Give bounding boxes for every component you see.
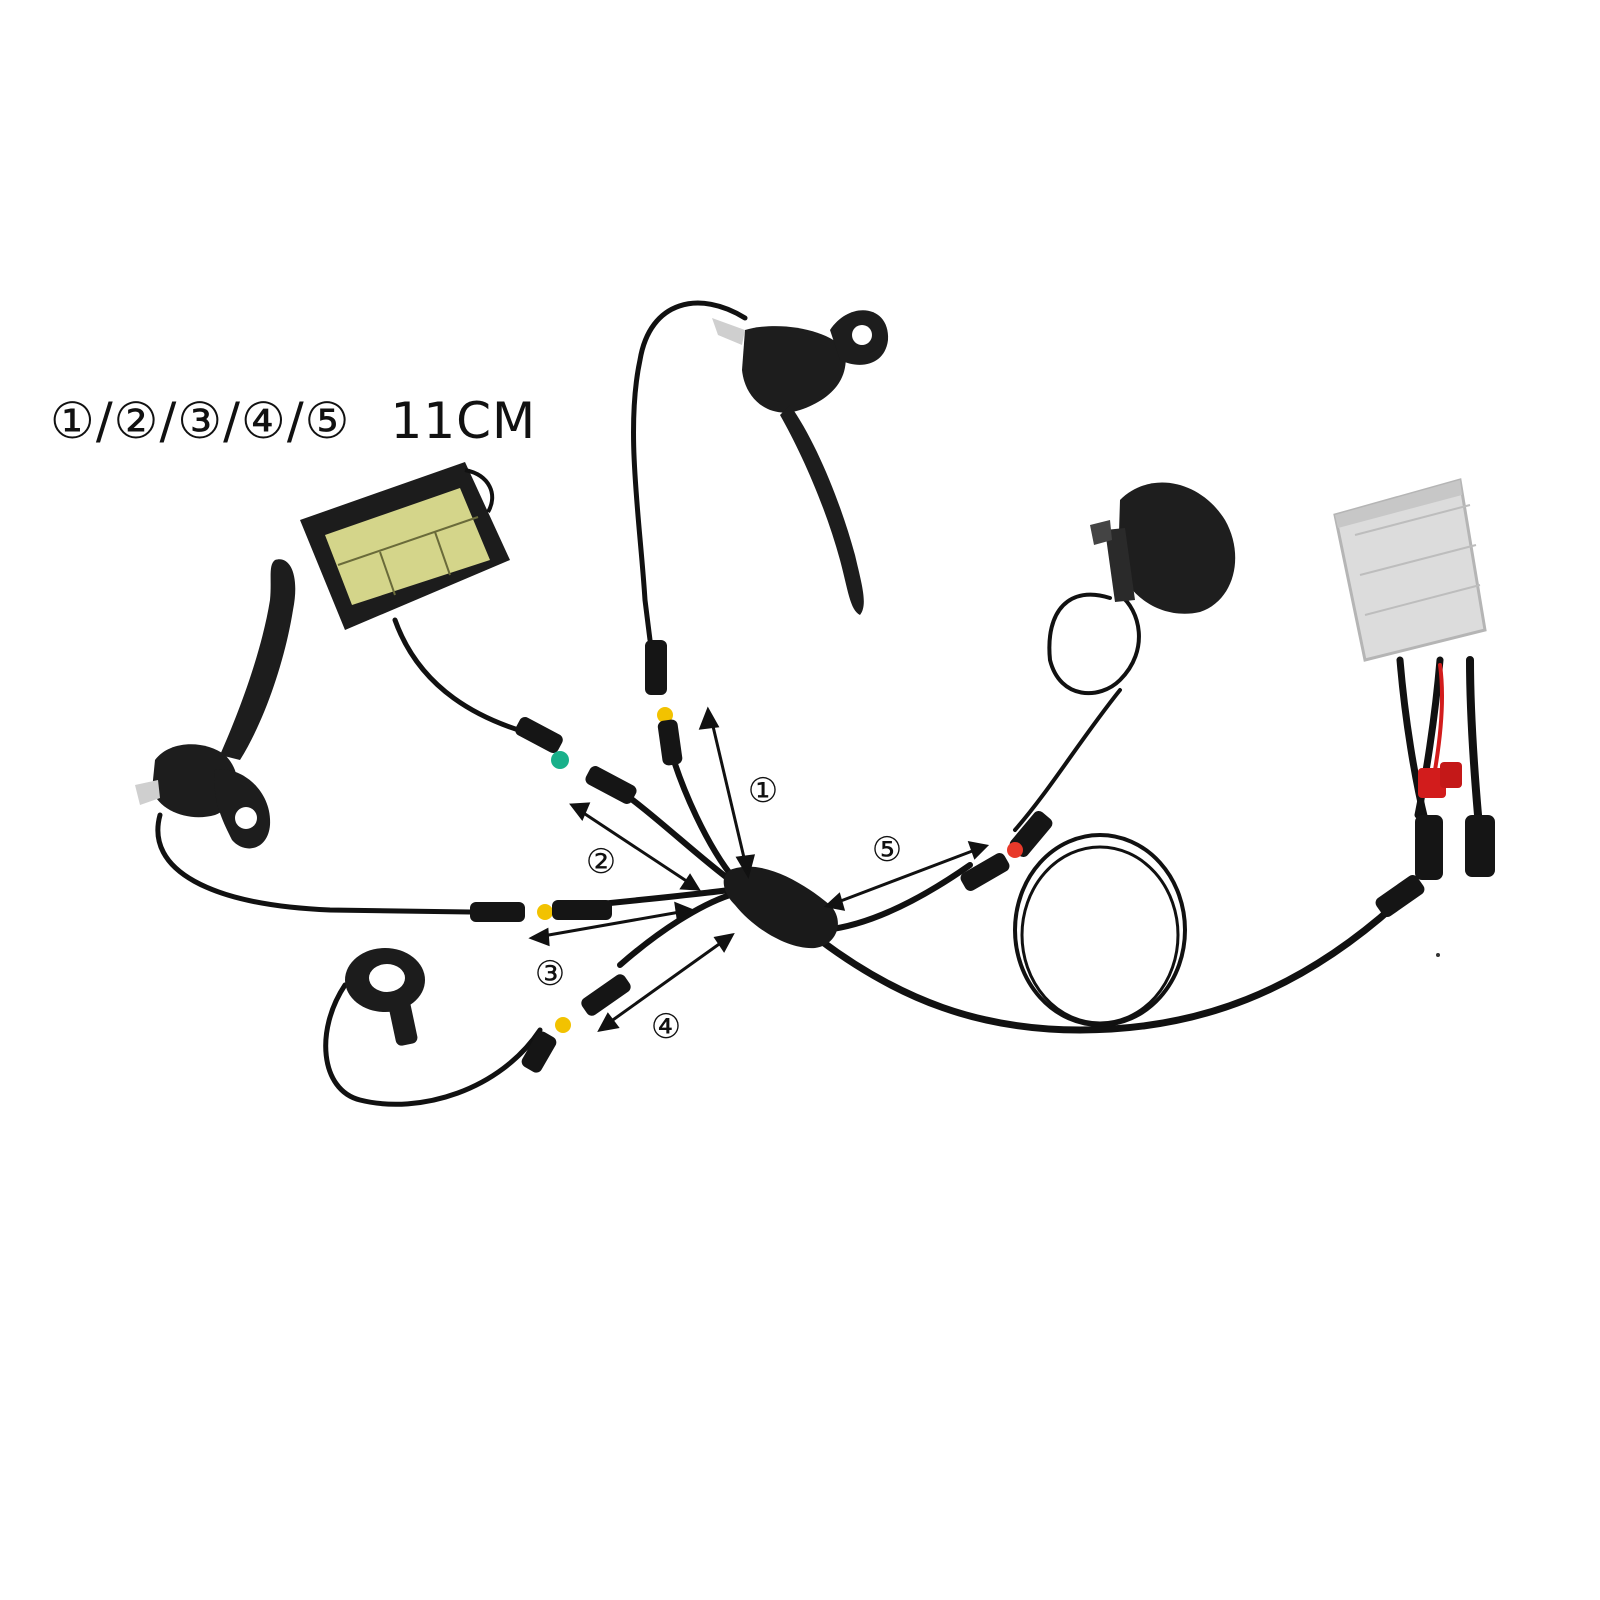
throttle-cable — [323, 982, 543, 1107]
connection-arrows — [528, 706, 990, 1033]
arrow-4-head-left — [597, 1012, 620, 1033]
connector-throttle — [521, 1031, 557, 1073]
arrow-3-head-left — [528, 927, 550, 947]
brake-lever-left-clamp-hole — [235, 807, 257, 829]
throttle-ring-hole — [369, 964, 405, 992]
controller-plug-1 — [1415, 815, 1443, 880]
headlight-body — [1118, 482, 1236, 614]
coiled-cable-inner — [1020, 845, 1180, 1025]
light-cable — [1013, 592, 1141, 832]
arrow-1-head-top — [698, 706, 720, 730]
connector-harness-3 — [552, 900, 612, 920]
controller-top-edge — [1335, 480, 1462, 528]
display-cable — [392, 617, 538, 738]
arrow-4-line — [609, 940, 723, 1024]
arrow-3-head-right — [674, 901, 695, 921]
label-connector-2: ② — [585, 842, 617, 882]
thumb-throttle — [345, 948, 425, 1046]
controller-plug-red — [1418, 768, 1446, 798]
connector-red-tip — [1007, 842, 1023, 858]
motor-controller — [1333, 478, 1487, 662]
label-connector-1: ① — [747, 771, 779, 811]
coiled-cable-outer — [1013, 833, 1187, 1027]
connector-brake-top — [645, 640, 667, 695]
cables — [155, 300, 1482, 1107]
arrow-5-head-right — [967, 841, 990, 860]
connector-green-tip — [551, 751, 569, 769]
connector-yellow-tip-left — [537, 904, 553, 920]
brake-lever-top-clamp-hole — [852, 325, 872, 345]
arrow-2-head-top — [569, 802, 591, 821]
brake-lever-top-cable-end — [712, 318, 745, 345]
arrow-1-line — [710, 721, 747, 863]
brake-lever-top-blade — [780, 405, 864, 615]
connector-brake-left — [470, 902, 525, 922]
controller-plug-red-2 — [1440, 762, 1462, 788]
arrow-5-line — [837, 848, 976, 904]
brake-lever-top-body — [742, 326, 846, 413]
arrow-2-line — [581, 810, 689, 884]
connector-yellow-tip-throttle — [555, 1017, 571, 1033]
label-connector-3: ③ — [534, 954, 566, 994]
label-connector-4: ④ — [650, 1007, 682, 1047]
arrow-3-line — [542, 910, 681, 938]
throttle-paddle — [388, 999, 418, 1046]
connector-list-label: ①/②/③/④/⑤ — [50, 392, 351, 450]
lcd-display — [300, 462, 510, 630]
connector-harness-2 — [585, 766, 637, 804]
speck — [1436, 953, 1440, 957]
controller-lead-red — [1433, 663, 1445, 772]
headlight-bracket — [1105, 528, 1135, 602]
connector-display — [515, 717, 563, 753]
brake-lever-left-cable — [155, 812, 473, 915]
harness-branch-5 — [822, 862, 973, 933]
connector-controller-in — [1375, 875, 1425, 917]
controller-fins — [1354, 504, 1481, 616]
connector-harness-5 — [960, 853, 1010, 891]
lcd-screen — [325, 488, 490, 605]
headlight-mount — [1090, 520, 1112, 545]
brake-lever-top-cable — [631, 300, 748, 643]
connector-harness-1 — [657, 719, 683, 766]
headlight — [1090, 482, 1236, 614]
arrow-4-head-right — [713, 932, 735, 953]
main-trunk-cable — [816, 901, 1399, 1034]
controller-lead-3 — [1466, 656, 1482, 819]
connector-yellow-tip-top — [657, 707, 673, 723]
connector-harness-4 — [581, 974, 631, 1016]
harness-splitter — [723, 866, 838, 949]
arrow-1-head-bottom — [735, 854, 756, 879]
label-connector-5: ⑤ — [871, 830, 903, 870]
cable-length-label: 11CM — [390, 392, 537, 450]
brake-lever-left — [135, 559, 296, 849]
harness-caption: ①/②/③/④/⑤ 11CM — [50, 392, 536, 450]
harness-branch-4 — [617, 892, 733, 968]
brake-lever-left-blade — [220, 559, 296, 760]
controller-lead-2 — [1414, 656, 1444, 819]
controller-plug-2 — [1465, 815, 1495, 877]
arrow-5-head-left — [823, 892, 846, 911]
lcd-clamp-cable — [464, 468, 495, 514]
connectors — [470, 640, 1495, 1073]
brake-lever-left-cable-end — [135, 780, 160, 805]
brake-lever-top — [712, 310, 889, 615]
brake-lever-left-body — [152, 744, 238, 818]
lcd-segment-lines — [337, 516, 479, 596]
arrow-2-head-bottom — [679, 873, 701, 891]
